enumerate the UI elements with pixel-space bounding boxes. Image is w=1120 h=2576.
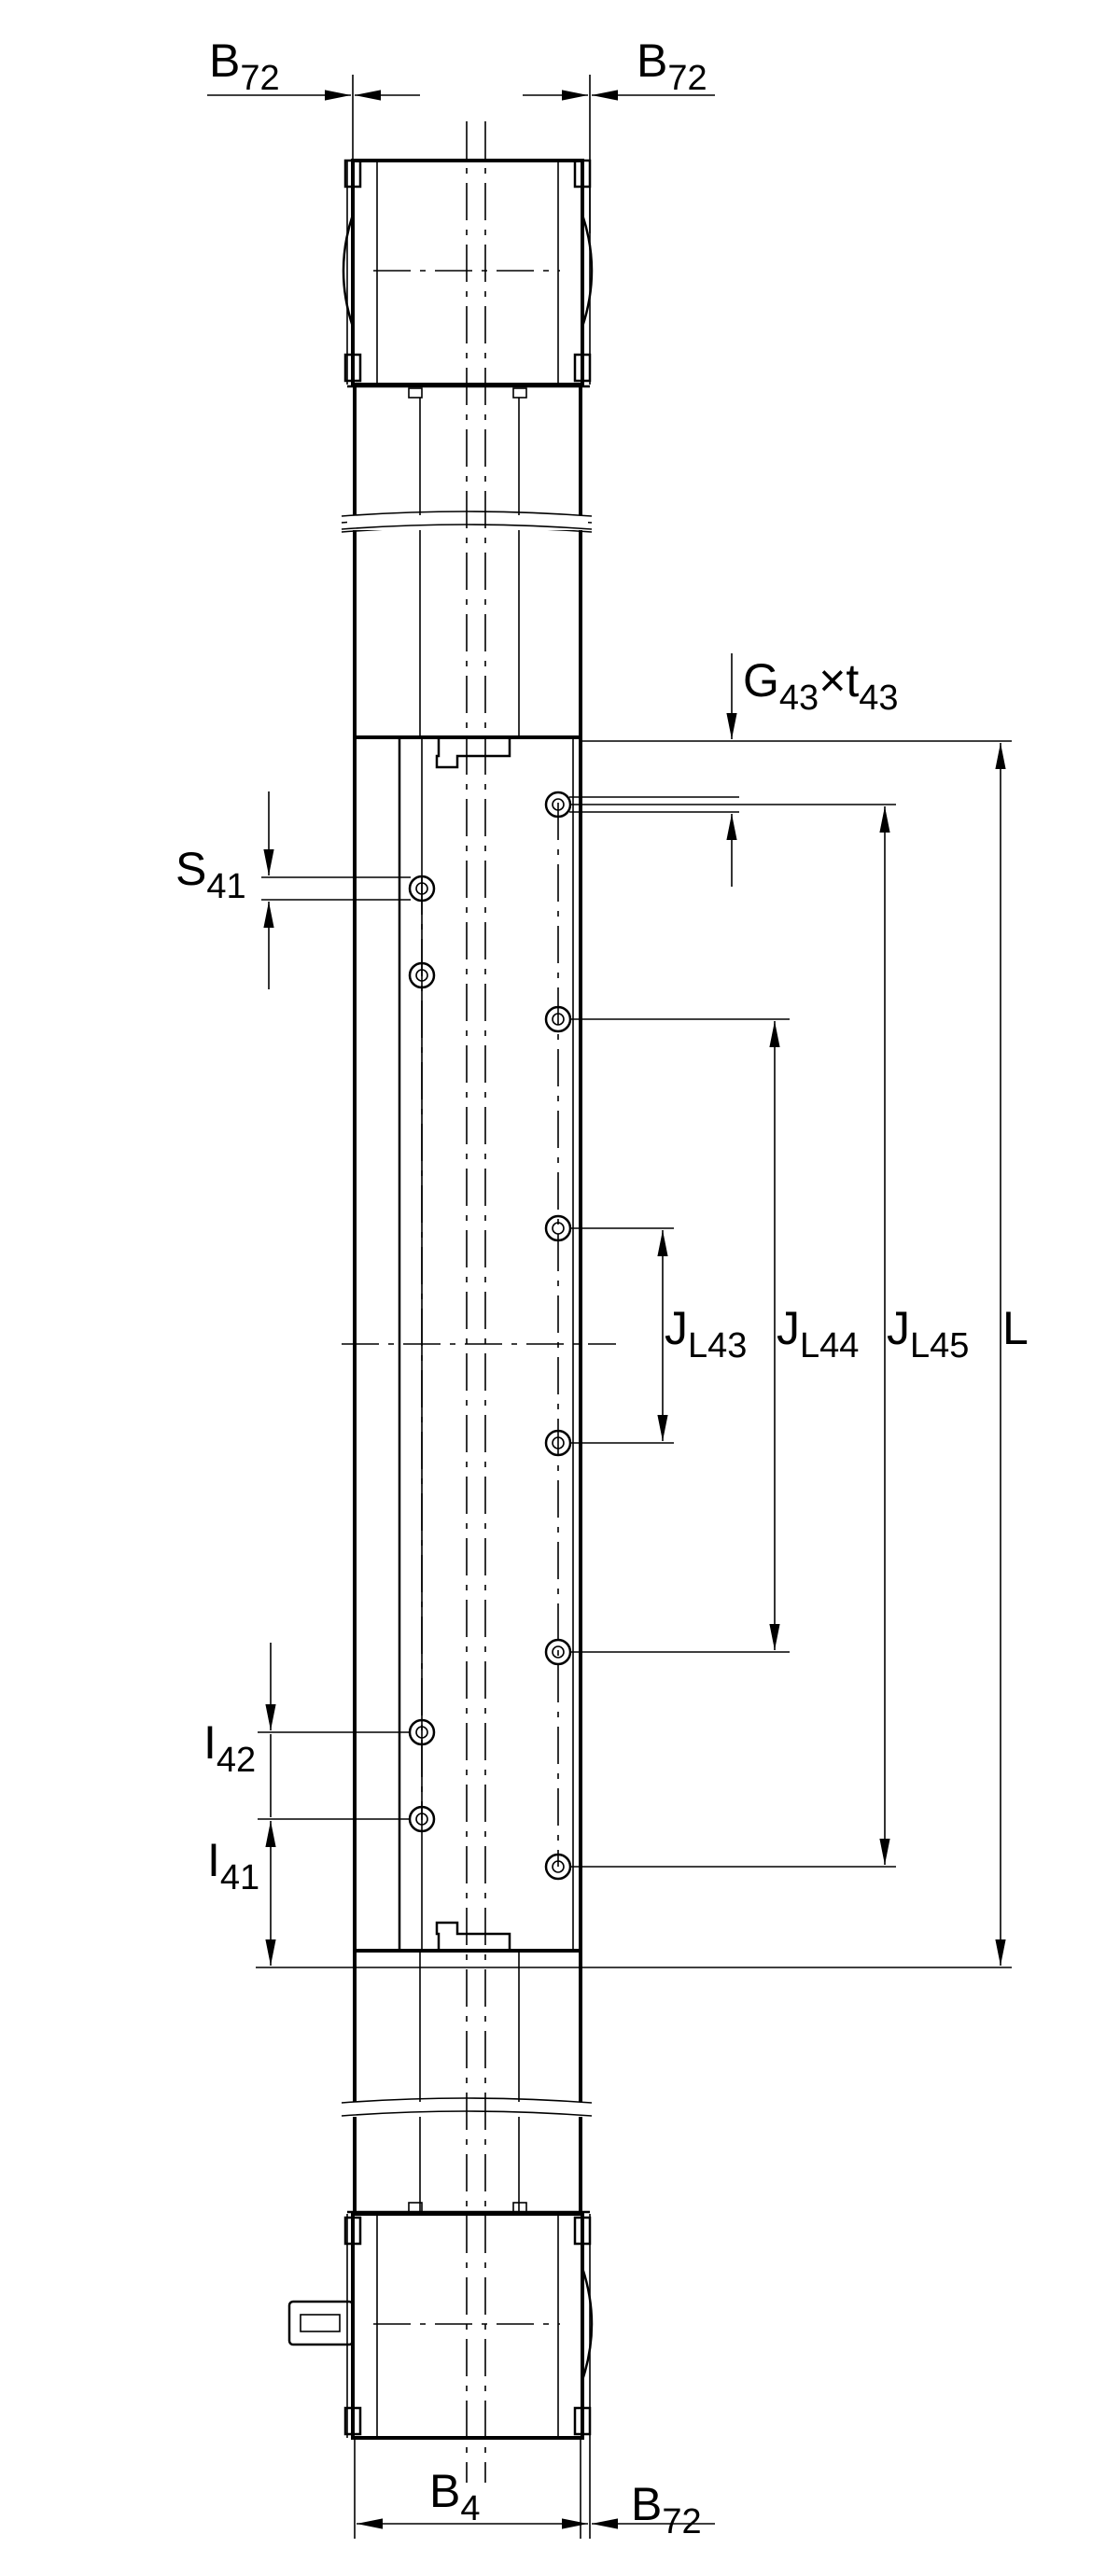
mounting-holes	[408, 791, 572, 1881]
label-b72-bottom: B72	[631, 2478, 702, 2541]
label-jl45: JL45	[887, 1302, 969, 1365]
hole-right-1	[544, 791, 572, 819]
hole-right-4	[544, 1429, 572, 1457]
top-end-cap	[342, 159, 594, 399]
label-g43-t43: G43×t43	[743, 654, 899, 718]
dim-b72-top-left	[207, 75, 420, 233]
label-i42: I42	[203, 1716, 256, 1780]
label-l: L	[1002, 1302, 1029, 1354]
motor-shaft	[287, 2300, 355, 2346]
hole-left-1	[408, 875, 436, 903]
hole-left-2	[408, 961, 436, 989]
label-i41: I41	[207, 1834, 259, 1897]
upper-profile	[341, 386, 593, 737]
dim-l	[256, 743, 1012, 1968]
dim-g43-t43	[569, 653, 1012, 887]
dim-i42-i41	[258, 1643, 411, 1966]
dim-jl44	[571, 1018, 790, 1653]
label-jl44: JL44	[777, 1302, 859, 1365]
label-s41: S41	[175, 843, 246, 906]
dim-b72-top-right	[523, 75, 715, 233]
hole-right-2	[544, 1005, 572, 1033]
label-jl43: JL43	[665, 1302, 747, 1365]
dim-b4	[354, 2438, 591, 2539]
hole-right-3	[544, 1214, 572, 1242]
center-lines	[342, 121, 616, 2483]
dim-b72-bottom	[580, 2438, 715, 2539]
hole-right-6	[544, 1853, 572, 1881]
bottom-motor	[343, 2202, 594, 2440]
label-b72-top-left: B72	[209, 35, 280, 98]
dim-jl45	[571, 804, 896, 1868]
hole-right-5	[544, 1638, 572, 1666]
label-b4: B4	[429, 2465, 481, 2528]
label-b72-top-right: B72	[637, 35, 707, 98]
dim-jl43	[571, 1227, 674, 1444]
dim-s41	[261, 791, 411, 989]
